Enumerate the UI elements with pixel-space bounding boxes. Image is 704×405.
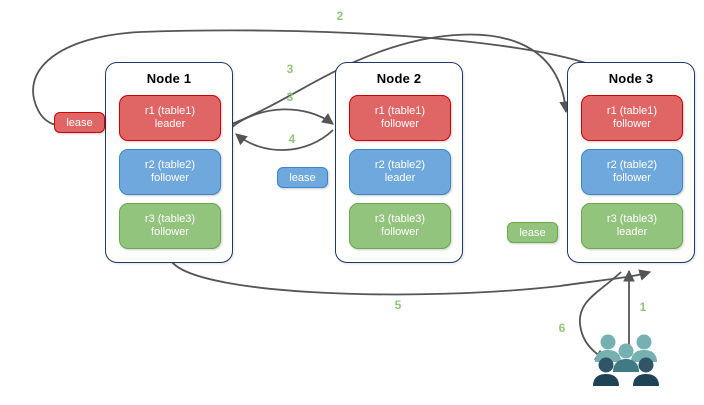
lease-badge-blue[interactable]: lease xyxy=(277,167,328,188)
node-box-3[interactable]: Node 3 r1 (table1) follower r2 (table2) … xyxy=(567,62,695,263)
replica-role: follower xyxy=(613,172,651,184)
replica-node1-r3[interactable]: r3 (table3) follower xyxy=(119,203,221,249)
edge-3-lower-path xyxy=(231,108,334,128)
replica-node2-r3[interactable]: r3 (table3) follower xyxy=(349,203,451,249)
node-title: Node 2 xyxy=(376,71,422,86)
replica-role: follower xyxy=(381,118,419,130)
replica-role: follower xyxy=(151,172,189,184)
replica-node2-r1[interactable]: r1 (table1) follower xyxy=(349,95,451,141)
edge-label-3-lower: 3 xyxy=(286,90,294,104)
replica-node1-r2[interactable]: r2 (table2) follower xyxy=(119,149,221,195)
node-box-2[interactable]: Node 2 r1 (table1) follower r2 (table2) … xyxy=(335,62,463,263)
replica-role: follower xyxy=(151,226,189,238)
replica-name: r1 (table1) xyxy=(144,104,196,117)
replica-node1-r1[interactable]: r1 (table1) leader xyxy=(119,95,221,141)
edge-label-2: 2 xyxy=(336,9,344,23)
users-icon xyxy=(593,334,659,386)
edge-label-5: 5 xyxy=(394,298,402,312)
replica-node3-r1[interactable]: r1 (table1) follower xyxy=(581,95,683,141)
lease-badge-red[interactable]: lease xyxy=(54,112,105,133)
replica-role: leader xyxy=(154,118,186,130)
replica-name: r1 (table1) xyxy=(606,104,658,117)
replica-node3-r2[interactable]: r2 (table2) follower xyxy=(581,149,683,195)
lease-badge-green[interactable]: lease xyxy=(507,222,558,243)
replica-name: r3 (table3) xyxy=(144,212,196,225)
node-title: Node 1 xyxy=(146,71,192,86)
replica-node3-r3[interactable]: r3 (table3) leader xyxy=(581,203,683,249)
replica-name: r1 (table1) xyxy=(374,104,426,117)
node-title: Node 3 xyxy=(608,71,654,86)
replica-role: leader xyxy=(384,172,416,184)
edge-5-path xyxy=(171,261,652,296)
edge-label-4: 4 xyxy=(288,132,296,146)
replica-node2-r2[interactable]: r2 (table2) leader xyxy=(349,149,451,195)
edge-label-3-upper: 3 xyxy=(286,62,294,76)
replica-name: r3 (table3) xyxy=(374,212,426,225)
replica-role: follower xyxy=(381,226,419,238)
replica-name: r2 (table2) xyxy=(606,158,658,171)
node-box-1[interactable]: Node 1 r1 (table1) leader r2 (table2) fo… xyxy=(105,62,233,263)
edge-label-6: 6 xyxy=(558,321,566,335)
replica-name: r3 (table3) xyxy=(606,212,658,225)
replica-name: r2 (table2) xyxy=(374,158,426,171)
replica-role: leader xyxy=(616,226,648,238)
replica-name: r2 (table2) xyxy=(144,158,196,171)
replica-role: follower xyxy=(613,118,651,130)
edge-label-1: 1 xyxy=(639,300,647,314)
